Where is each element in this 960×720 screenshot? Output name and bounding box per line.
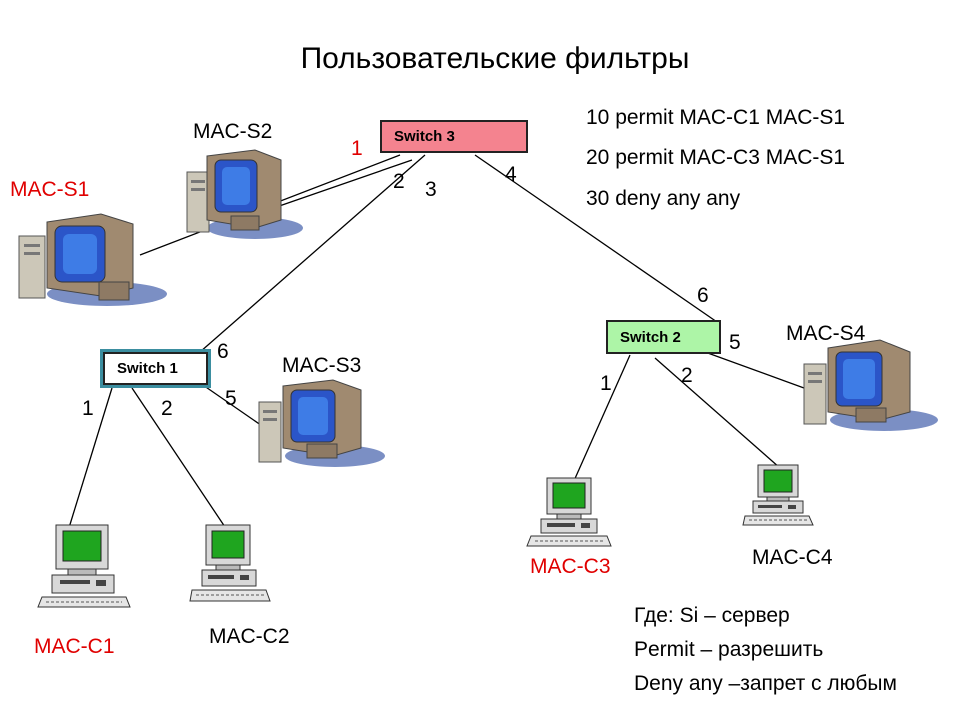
link-s2-mac-s4 — [704, 351, 816, 393]
port-label: 2 — [681, 364, 693, 387]
port-label: 6 — [697, 284, 709, 307]
host-label-mac-c2: MAC-C2 — [209, 625, 290, 648]
link-s3-s2 — [474, 154, 718, 323]
port-label: 1 — [82, 397, 94, 420]
host-label-mac-c4: MAC-C4 — [752, 546, 833, 569]
switch-2: Switch 2 — [606, 320, 721, 354]
host-label-mac-c3: MAC-C3 — [530, 555, 611, 578]
port-label: 1 — [600, 372, 612, 395]
link-s1-mac-c2 — [131, 387, 228, 531]
host-label-mac-s2: MAC-S2 — [193, 120, 273, 143]
host-label-mac-s3: MAC-S3 — [282, 354, 362, 377]
filter-rule: 10 permit MAC-C1 MAC-S1 — [586, 106, 846, 129]
port-label: 5 — [225, 387, 237, 410]
server-computer-icon — [18, 213, 167, 306]
link-s3-mac-s2 — [261, 159, 413, 213]
server-computer-icon — [258, 379, 385, 467]
host-label-mac-c1: MAC-C1 — [34, 635, 115, 658]
page-title: Пользовательские фильтры — [300, 42, 690, 75]
host-label-mac-s4: MAC-S4 — [786, 322, 866, 345]
workstation-icon — [742, 464, 814, 526]
port-label: 4 — [505, 163, 517, 186]
port-label: 5 — [729, 331, 741, 354]
link-s2-mac-c3 — [572, 354, 631, 484]
port-label: 3 — [425, 178, 437, 201]
workstation-icon — [37, 524, 131, 608]
workstation-icon — [526, 477, 612, 547]
legend-line: Где: Si – сервер — [634, 604, 790, 627]
workstation-icon — [189, 524, 271, 602]
link-s1-mac-s3 — [199, 382, 269, 431]
link-s3-s1 — [199, 154, 426, 353]
switch-3: Switch 3 — [380, 120, 528, 153]
link-s2-mac-c4 — [654, 357, 781, 469]
server-computer-icon — [803, 339, 938, 431]
port-label: 6 — [217, 340, 229, 363]
server-computer-icon — [186, 149, 303, 239]
legend-line: Deny any –запрет с любым — [634, 672, 897, 695]
switch-1: Switch 1 — [103, 352, 208, 385]
port-label: 2 — [393, 170, 405, 193]
link-s1-mac-c1 — [67, 387, 113, 532]
port-label: 2 — [161, 397, 173, 420]
filter-rule: 30 deny any any — [586, 187, 741, 210]
port-label: 1 — [351, 137, 363, 160]
legend-line: Permit – разрешить — [634, 638, 824, 661]
filter-rule: 20 permit MAC-C3 MAC-S1 — [586, 146, 846, 169]
host-label-mac-s1: MAC-S1 — [10, 178, 90, 201]
